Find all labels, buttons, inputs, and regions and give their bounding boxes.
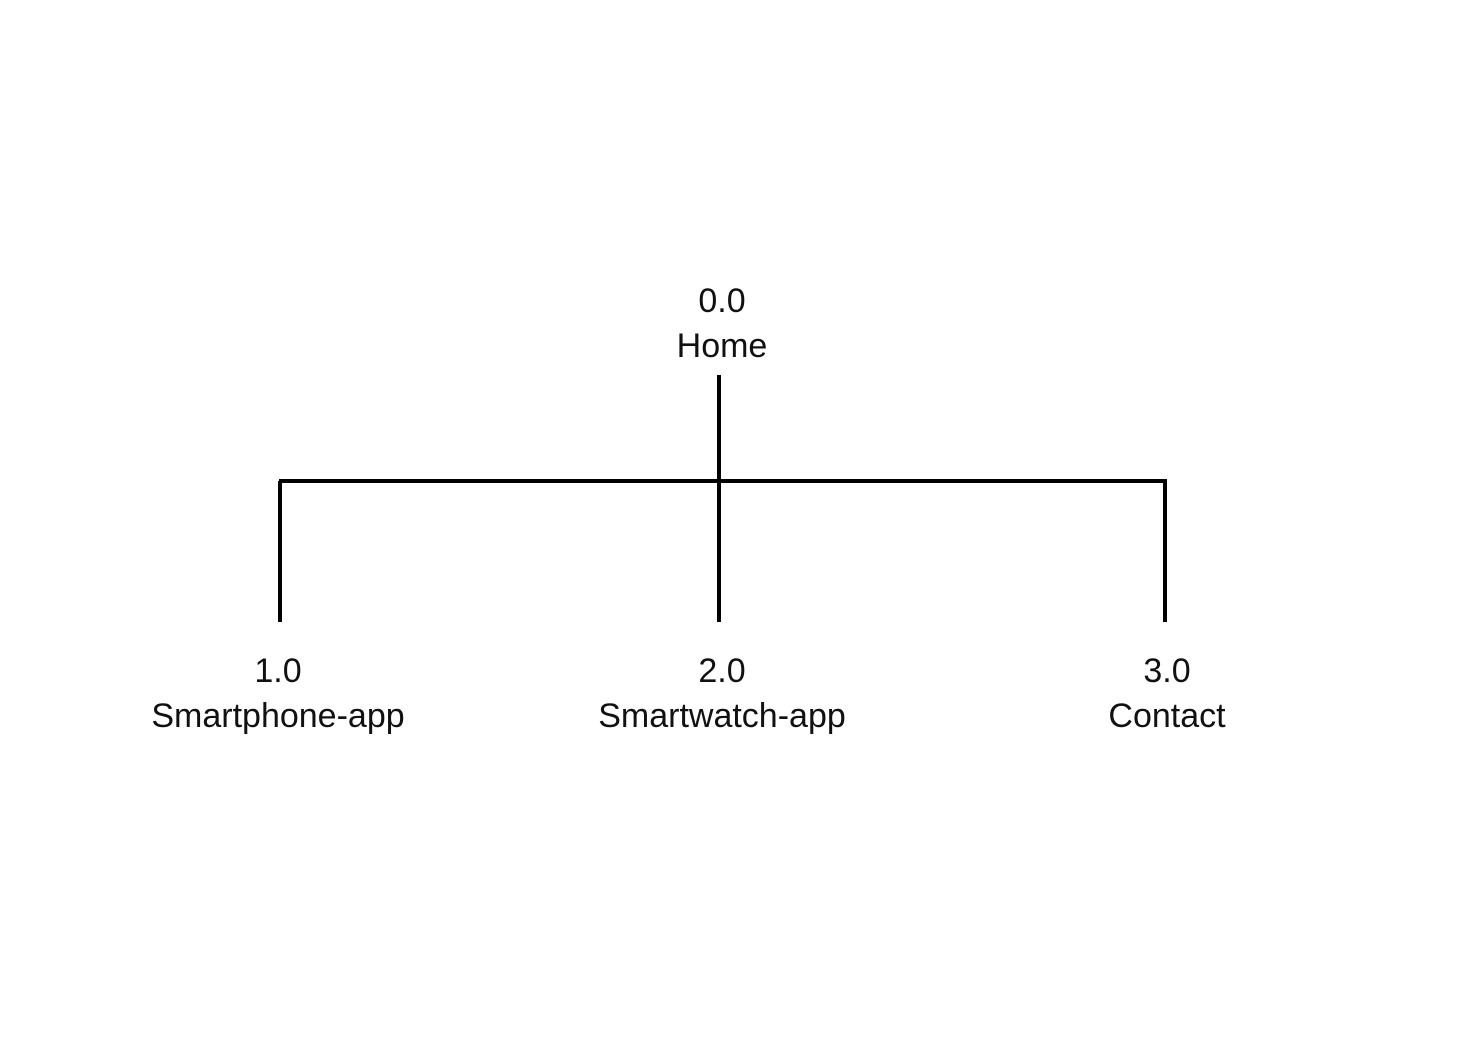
node-contact: 3.0 Contact <box>1007 649 1327 739</box>
node-label: Smartphone-app <box>151 697 405 735</box>
node-smartwatch-app: 2.0 Smartwatch-app <box>562 649 882 739</box>
node-number: 1.0 <box>254 652 302 690</box>
node-number: 2.0 <box>698 652 746 690</box>
node-home: 0.0 Home <box>562 279 882 369</box>
node-label: Contact <box>1108 697 1226 735</box>
node-smartphone-app: 1.0 Smartphone-app <box>118 649 438 739</box>
node-label: Smartwatch-app <box>598 697 846 735</box>
node-number: 3.0 <box>1143 652 1191 690</box>
node-label: Home <box>676 327 768 365</box>
node-number: 0.0 <box>698 282 746 320</box>
